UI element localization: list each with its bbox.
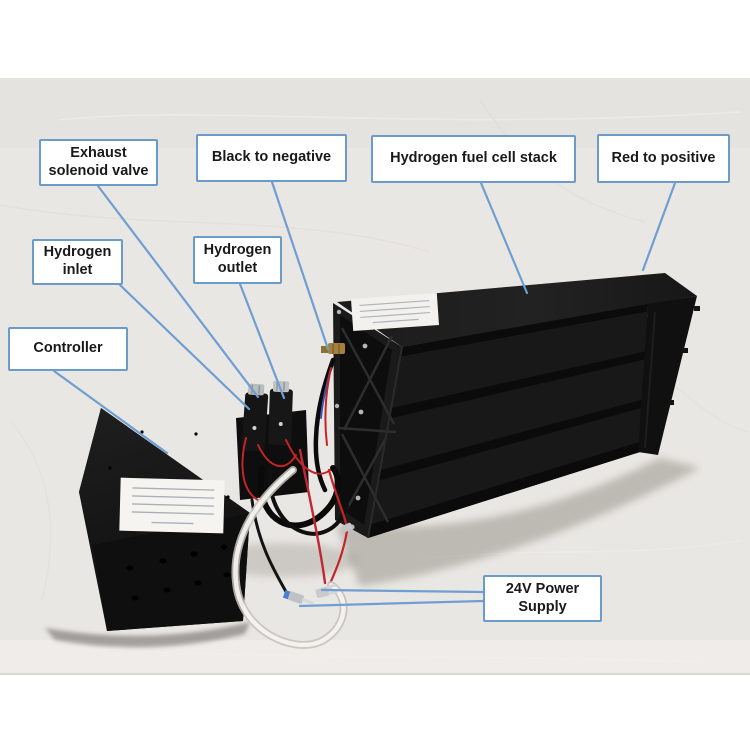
- leader-line-black-to-negative: [270, 180, 330, 351]
- callout-text: 24V Power Supply: [505, 580, 580, 615]
- callout-hydrogen-fuel-cell-stack: Hydrogen fuel cell stack: [371, 135, 576, 183]
- controller-front-face: [93, 513, 250, 631]
- callout-red-to-positive: Red to positive: [597, 134, 730, 183]
- solenoid-valves: [236, 380, 309, 500]
- stack-endplate-fan-guard: [333, 303, 403, 539]
- controller-screws: [108, 430, 230, 499]
- controller-vent-holes: [126, 544, 231, 601]
- callout-text: Black to negative: [211, 149, 332, 166]
- inlet-valve: [268, 380, 293, 446]
- controller-box: [79, 408, 250, 631]
- callout-text: Exhaust solenoid valve: [48, 144, 149, 179]
- stack-frame-bars: [368, 304, 648, 538]
- leader-line-exhaust-solenoid-valve: [96, 184, 260, 399]
- barrel-fitting: [341, 522, 353, 533]
- controller-shadow: [45, 622, 250, 648]
- callout-controller: Controller: [8, 327, 128, 371]
- leader-line-hydrogen-fuel-cell-stack: [479, 181, 529, 295]
- callout-text: Hydrogen inlet: [43, 244, 112, 278]
- red-wire-long: [298, 448, 327, 585]
- callout-hydrogen-outlet: Hydrogen outlet: [193, 236, 282, 284]
- callout-text: Controller: [33, 340, 103, 357]
- clear-tubing-loop: [231, 466, 348, 649]
- callout-black-to-negative: Black to negative: [196, 134, 347, 182]
- stack-front-mesh: [368, 304, 648, 538]
- stack-top-face: [337, 273, 697, 347]
- callout-text: Hydrogen outlet: [203, 242, 272, 276]
- red-wire-plate: [324, 367, 332, 446]
- leader-line-red-to-positive: [641, 181, 677, 272]
- callout-hydrogen-inlet: Hydrogen inlet: [32, 239, 123, 285]
- leader-line-24v-power-supply: [298, 599, 485, 608]
- leader-line-24v-power-supply: [320, 588, 485, 594]
- callout-text: Red to positive: [611, 149, 716, 166]
- leader-line-hydrogen-outlet: [238, 282, 286, 400]
- callout-24v-power-supply: 24V Power Supply: [483, 575, 602, 622]
- controller-sticker: [119, 477, 225, 534]
- callout-text: Hydrogen fuel cell stack: [390, 150, 557, 167]
- stack-name-sticker: [350, 293, 440, 331]
- stack-right-endcap: [638, 296, 700, 455]
- brass-inlet-fitting: [321, 343, 345, 354]
- leader-line-hydrogen-inlet: [118, 283, 251, 411]
- black-cable: [313, 357, 336, 493]
- fuel-cell-stack: [321, 273, 700, 539]
- power-supply-terminals: [282, 522, 353, 605]
- stack-shadow: [336, 458, 700, 586]
- negative-terminal: [282, 589, 315, 605]
- callout-exhaust-solenoid-valve: Exhaust solenoid valve: [39, 139, 158, 186]
- leader-line-controller: [52, 369, 169, 455]
